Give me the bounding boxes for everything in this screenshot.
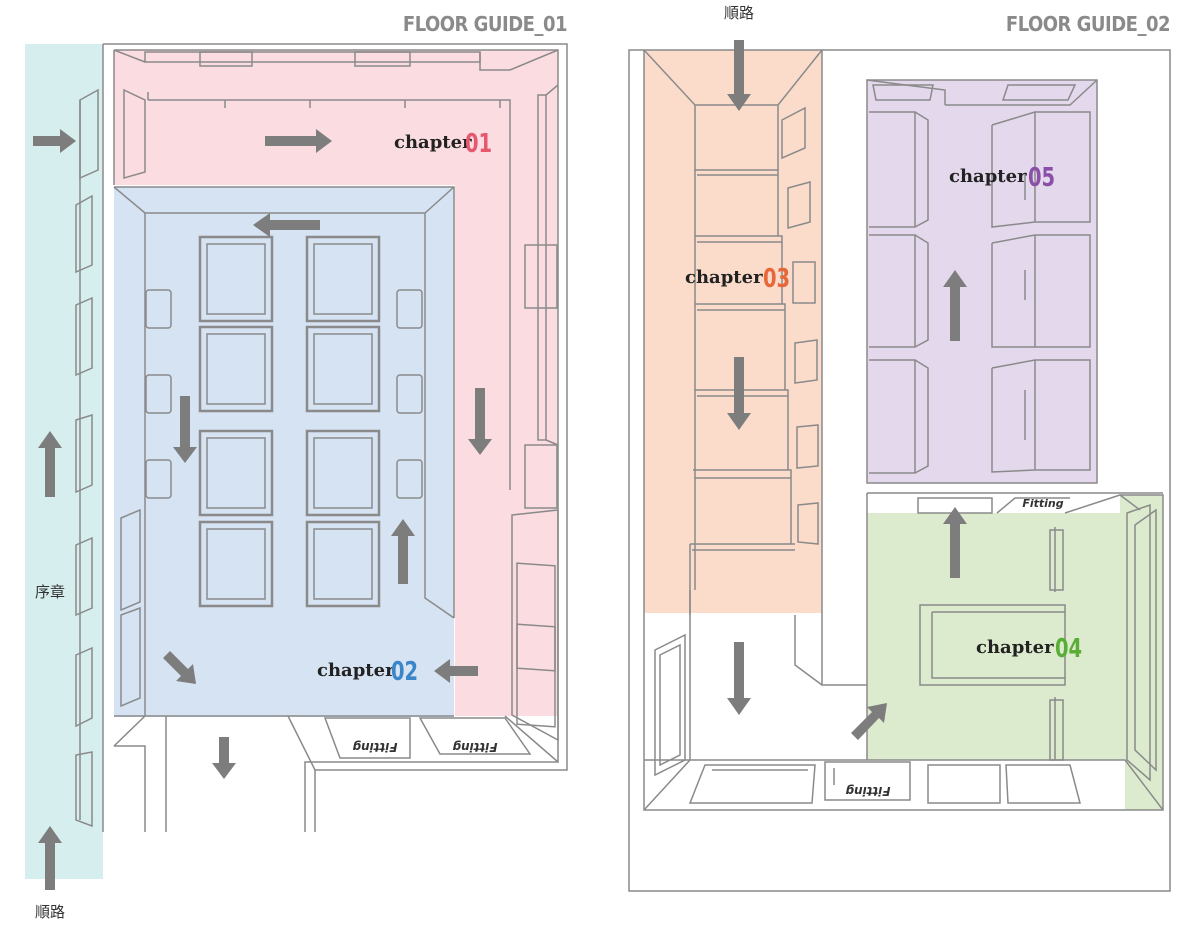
floor-guide-1-title: FLOOR GUIDE_01 xyxy=(403,12,567,36)
chapter-05-label: chapter 05 xyxy=(949,163,1055,192)
fitting-label: Fitting xyxy=(845,784,890,798)
prologue-zone xyxy=(25,44,103,879)
chapter-02-word: chapter xyxy=(317,660,395,681)
chapter-01-word: chapter xyxy=(394,132,472,153)
chapter-01-zone xyxy=(114,50,558,716)
chapter-03-word: chapter xyxy=(685,267,763,288)
chapter-01-label: chapter 01 xyxy=(394,129,492,158)
fitting-label: Fitting xyxy=(352,740,397,754)
chapter-02-zone xyxy=(114,187,454,717)
chapter-04-number: 04 xyxy=(1055,634,1082,663)
chapter-04-word: chapter xyxy=(976,637,1054,658)
route-label-1: 順路 xyxy=(35,903,65,921)
arrow-icon xyxy=(943,270,967,341)
arrow-icon xyxy=(33,129,76,153)
arrow-icon xyxy=(173,396,197,463)
display-cases-ch05 xyxy=(869,111,1091,474)
chapter-05-number: 05 xyxy=(1028,163,1055,192)
floor-guide-1: FLOOR GUIDE_01 序章 順路 chapter 01 chapter … xyxy=(25,12,568,921)
chapter-05-zone xyxy=(867,80,1097,483)
chapter-03-label: chapter 03 xyxy=(685,264,790,293)
chapter-03-zone xyxy=(644,50,822,613)
fitting-label: Fitting xyxy=(1022,497,1063,510)
chapter-03-number: 03 xyxy=(763,264,790,293)
route-label-2: 順路 xyxy=(724,4,754,22)
arrow-icon xyxy=(727,642,751,715)
arrow-icon xyxy=(468,388,492,455)
arrow-icon xyxy=(253,213,320,237)
arrow-icon xyxy=(851,703,887,740)
display-cubes xyxy=(198,235,381,608)
arrow-icon xyxy=(38,826,62,890)
arrow-icon xyxy=(727,357,751,430)
prologue-label: 序章 xyxy=(35,583,65,601)
chapter-01-number: 01 xyxy=(465,129,492,158)
arrow-icon xyxy=(727,40,751,111)
route-arrows-1 xyxy=(33,129,492,890)
floor-guide-2-title: FLOOR GUIDE_02 xyxy=(1006,12,1170,36)
chapter-05-word: chapter xyxy=(949,166,1027,187)
arrow-icon xyxy=(265,129,332,153)
arrow-icon xyxy=(163,651,196,684)
arrow-icon xyxy=(391,519,415,584)
chapter-02-label: chapter 02 xyxy=(317,657,418,686)
arrow-icon xyxy=(38,431,62,497)
prologue-panels xyxy=(75,88,99,828)
route-arrows-2 xyxy=(727,40,967,740)
fitting-label: Fitting xyxy=(452,740,497,754)
chapter-02-number: 02 xyxy=(391,657,418,686)
chapter-04-zone xyxy=(867,495,1163,810)
arrow-icon xyxy=(943,507,967,578)
arrow-icon xyxy=(434,659,478,683)
arrow-icon xyxy=(212,737,236,779)
chapter-04-label: chapter 04 xyxy=(976,634,1082,663)
floor-guide-2: FLOOR GUIDE_02 順路 chapter 03 chapter 04 … xyxy=(628,4,1171,892)
